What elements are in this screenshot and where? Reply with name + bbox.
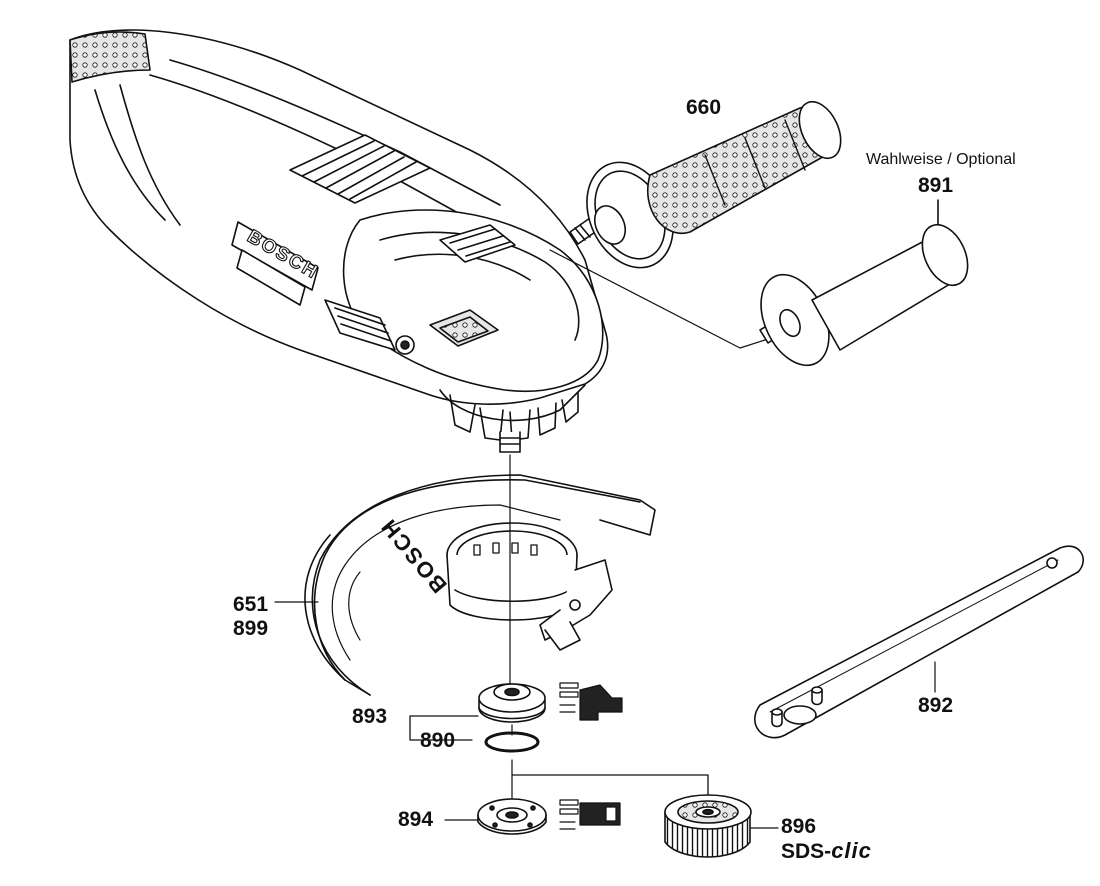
part-number-899: 899 <box>233 617 269 640</box>
sds-suffix: clic <box>831 838 872 863</box>
part-number-892: 892 <box>918 694 954 717</box>
wheel-guard-651: BOSCH <box>304 474 656 696</box>
part-number-893: 893 <box>352 705 388 728</box>
o-ring-890 <box>484 731 540 753</box>
part-number-651: 651 <box>233 593 269 616</box>
sds-clic-label: SDS-clic <box>781 838 872 863</box>
part-number-896: 896 <box>781 815 817 838</box>
quick-clamp-nut-896 <box>664 794 752 858</box>
auxiliary-handle-660 <box>569 100 842 269</box>
part-number-894: 894 <box>398 808 434 831</box>
mounting-flange-893 <box>478 683 546 723</box>
handle-leader-line <box>549 249 766 349</box>
flange-mount-icon <box>559 682 623 721</box>
optional-handle-891 <box>759 199 969 367</box>
clamping-nut-894 <box>477 798 547 835</box>
part-number-891: 891 <box>918 174 954 197</box>
part-number-890: 890 <box>420 729 456 752</box>
angle-grinder-body: BOSCH <box>69 29 609 453</box>
top-vent-slots <box>289 134 431 204</box>
clamping-nut-icon <box>559 799 621 830</box>
optional-note: Wahlweise / Optional <box>866 151 1016 168</box>
leader-894-896 <box>511 774 709 796</box>
two-pin-wrench-892 <box>754 545 1084 739</box>
bracket-893-890 <box>409 715 479 741</box>
sds-prefix: SDS- <box>781 840 832 863</box>
part-number-660: 660 <box>686 96 722 119</box>
